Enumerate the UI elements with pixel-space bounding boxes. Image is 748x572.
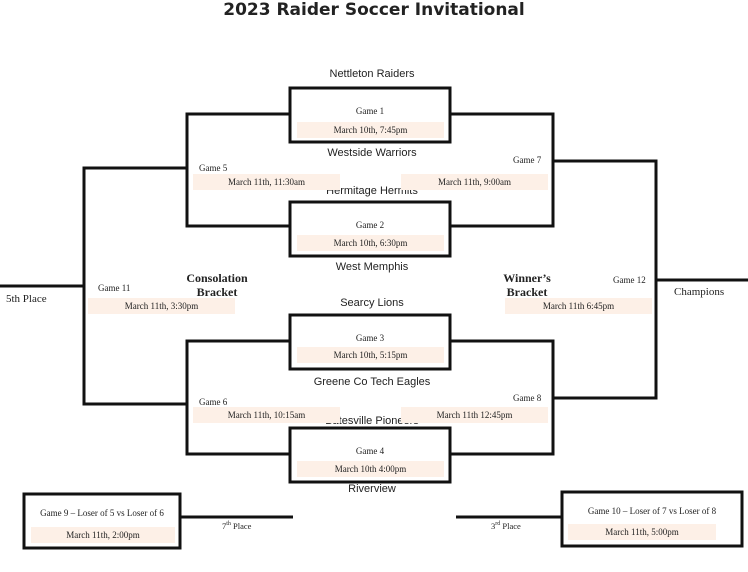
game5-time: March 11th, 11:30am: [193, 174, 340, 190]
champions-label: Champions: [674, 286, 725, 298]
game11-time: March 11th, 3:30pm: [88, 298, 235, 314]
team-west-memphis: West Memphis: [335, 261, 409, 273]
seventh-sup: th: [226, 521, 231, 528]
consolation-line1: Consolation: [186, 271, 248, 285]
game4-label: Game 4: [355, 446, 385, 456]
game8-label: Game 8: [513, 393, 542, 403]
game1-time: March 10th, 7:45pm: [297, 122, 444, 138]
third-num: 3: [491, 521, 496, 531]
game6-label: Game 6: [199, 397, 228, 407]
game7-label: Game 7: [513, 155, 542, 165]
game8-time: March 11th 12:45pm: [401, 407, 548, 423]
game2-time: March 10th, 6:30pm: [297, 235, 444, 251]
game9-time: March 11th, 2:00pm: [31, 527, 175, 543]
game6-connector: [185, 339, 290, 456]
game4-time: March 10th 4:00pm: [297, 461, 444, 477]
game10-label: Game 10 – Loser of 7 vs Loser of 8: [587, 506, 717, 516]
third-sup: rd: [495, 521, 501, 528]
game10-box: [560, 490, 744, 548]
game2-box: [288, 200, 452, 258]
game9-box: [22, 492, 182, 550]
game6-time: March 11th, 10:15am: [193, 407, 340, 423]
team-riverview: Riverview: [348, 483, 396, 495]
team-searcy: Searcy Lions: [340, 297, 404, 309]
game7-time: March 11th, 9:00am: [401, 174, 548, 190]
fifth-place-label: 5th Place: [6, 293, 47, 305]
winners-bracket-label: Winner’s Bracket: [490, 271, 564, 299]
consolation-bracket-label: Consolation Bracket: [176, 271, 258, 299]
game5-label: Game 5: [199, 163, 228, 173]
game1-label: Game 1: [355, 106, 385, 116]
game12-time: March 11th 6:45pm: [505, 298, 652, 314]
team-hermitage: Hermitage Hermits: [326, 185, 418, 197]
game12-label: Game 12: [613, 275, 646, 285]
third-place-label: 3rd Place: [491, 521, 521, 531]
winners-line1: Winner’s: [503, 271, 551, 285]
team-westside: Westside Warriors: [327, 147, 417, 159]
seventh-place-label: 7th Place: [222, 521, 251, 531]
game11-label: Game 11: [98, 283, 131, 293]
third-word: Place: [500, 521, 521, 531]
seventh-num: 7: [222, 521, 227, 531]
seventh-word: Place: [230, 521, 252, 531]
consolation-line2: Bracket: [196, 285, 238, 299]
team-nettleton: Nettleton Raiders: [329, 68, 415, 80]
winners-line2: Bracket: [506, 285, 548, 299]
game5-connector: [185, 112, 290, 228]
game2-label: Game 2: [355, 220, 385, 230]
game3-label: Game 3: [355, 333, 385, 343]
game3-time: March 10th, 5:15pm: [297, 347, 444, 363]
game7-connector: [450, 112, 555, 228]
page-title: 2023 Raider Soccer Invitational: [223, 0, 525, 20]
game9-label: Game 9 – Loser of 5 vs Loser of 6: [40, 508, 164, 518]
game10-time: March 11th, 5:00pm: [568, 524, 716, 540]
team-greene-co: Greene Co Tech Eagles: [313, 376, 431, 388]
team-batesville: Batesville Pioneers: [325, 415, 419, 427]
